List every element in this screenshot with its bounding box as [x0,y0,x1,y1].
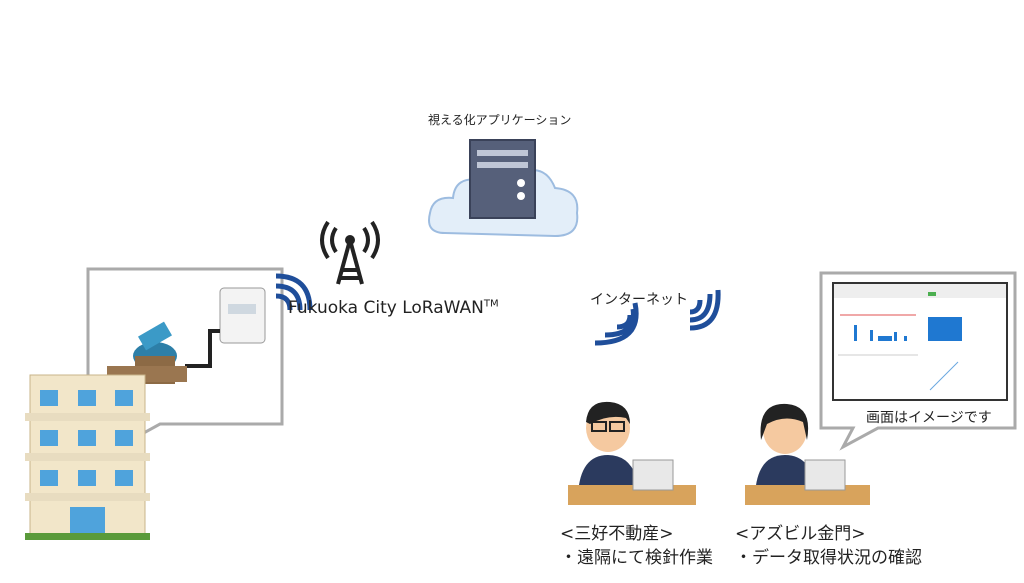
network-label: Fukuoka City LoRaWANTM [288,298,499,318]
antenna-tower-icon [320,220,380,285]
cloud-server-icon [428,139,579,238]
network-name: Fukuoka City LoRaWAN [288,298,484,318]
wireless-signal-icon [594,302,639,346]
internet-label: インターネット [590,292,688,308]
user-org-azbil: <アズビル金門> [735,524,866,544]
screen-caption: 画面はイメージです [866,410,992,426]
screen-callout [819,271,1017,451]
person-with-laptop-icon [568,401,696,505]
apartment-building-icon [25,374,150,540]
trademark: TM [483,298,499,310]
wireless-signal-icon [689,289,721,331]
person-with-laptop-icon [745,403,870,505]
user-task-miyoshi: ・遠隔にて検針作業 [560,548,713,568]
app-label: 視える化アプリケーション [428,113,572,127]
wireless-signal-icon [275,273,313,311]
user-org-miyoshi: <三好不動産> [560,524,674,544]
user-task-azbil: ・データ取得状況の確認 [735,548,922,568]
